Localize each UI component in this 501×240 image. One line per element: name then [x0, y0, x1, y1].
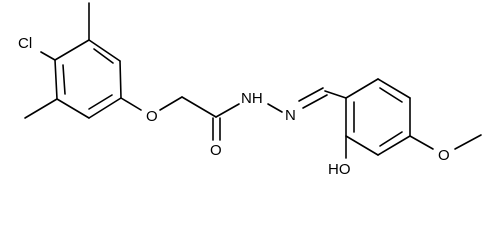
bond-r3-r4: [377, 135, 411, 156]
bond-r5-r6: [377, 78, 411, 99]
atom-label-carbonyl-oxygen: O: [210, 142, 222, 159]
bond-c4-c5: [88, 97, 122, 119]
aromatic-inner-a: [93, 48, 114, 64]
bond-r6-r1: [345, 78, 379, 99]
atom-label-hydroxyl: HO: [328, 161, 351, 178]
bond-ring-methoxy-o: [409, 135, 434, 150]
bond-r2-r3: [345, 135, 379, 156]
bond-ch2-carbonyl: [181, 96, 217, 118]
atom-label-ether-oxygen: O: [146, 108, 158, 125]
right-benzene-ring: [345, 78, 411, 156]
left-benzene-ring: [54, 39, 122, 119]
atom-label-hydrazone-n: N: [285, 107, 296, 124]
bond-c2-c3: [88, 39, 121, 62]
bond-chlorine: [40, 51, 56, 61]
chemical-structure-diagram: Cl O O NH N HO O: [18, 2, 482, 178]
bond-carbonyl-nh: [215, 103, 240, 118]
atom-label-chlorine: Cl: [18, 35, 32, 52]
bond-methoxy-o-ch3: [454, 134, 482, 150]
bond-n-ch-b: [298, 87, 324, 102]
bond-ch-ring: [324, 90, 347, 99]
bond-ether-o-ch2: [159, 96, 183, 111]
atom-label-methoxy-oxygen: O: [438, 147, 450, 164]
bond-ring-ether-o: [120, 97, 142, 111]
bond-nh-n: [267, 103, 283, 113]
aromatic-inner-b: [88, 94, 113, 110]
bond-n-ch-a: [302, 94, 328, 109]
bond-c6-c1: [54, 59, 58, 100]
aromatic-inner-c: [62, 64, 66, 95]
bond-methyl-bottom: [24, 98, 58, 119]
aromatic-inner-f: [379, 87, 403, 103]
atom-label-amide-nh: NH: [241, 90, 263, 107]
bond-c1-c2: [54, 39, 90, 61]
aromatic-inner-e: [379, 131, 403, 147]
bond-c3-c4: [119, 60, 122, 99]
bond-c5-c6: [56, 98, 90, 119]
